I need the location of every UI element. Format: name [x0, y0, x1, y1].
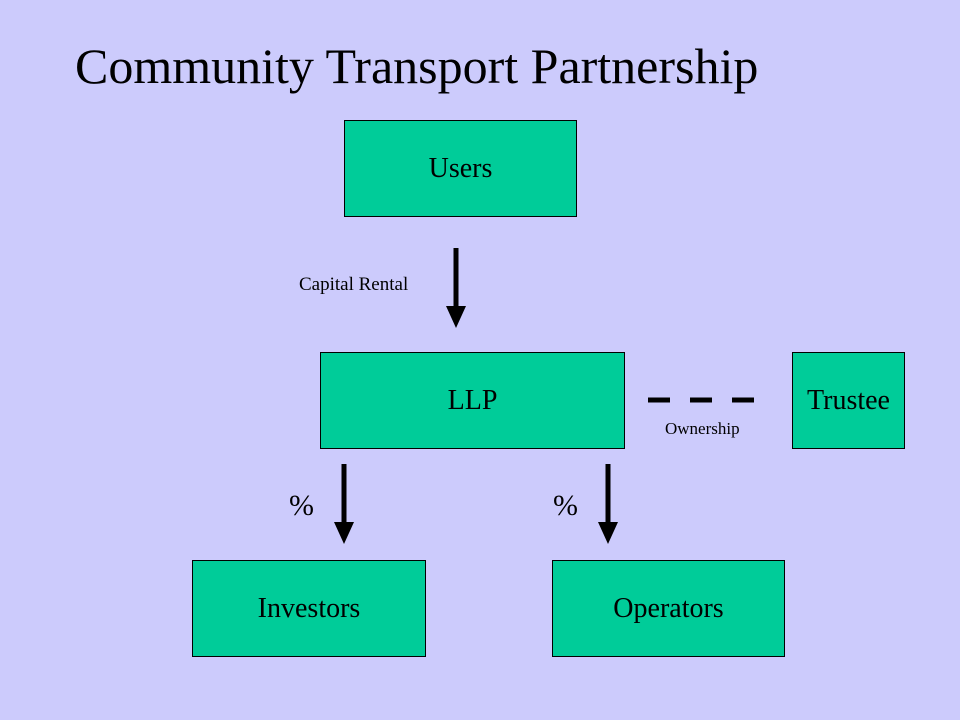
investors-box: Investors: [192, 560, 426, 657]
investors-percent-label: %: [289, 489, 314, 522]
slide-title: Community Transport Partnership: [75, 38, 759, 94]
arrow-users-to-llp: [446, 248, 466, 328]
operators-box: Operators: [552, 560, 785, 657]
arrow-llp-to-investors: [334, 464, 354, 544]
users-box: Users: [344, 120, 577, 217]
arrow-llp-to-operators: [598, 464, 618, 544]
capital-rental-label: Capital Rental: [299, 274, 409, 295]
ownership-label: Ownership: [665, 419, 740, 438]
trustee-box: Trustee: [792, 352, 905, 449]
operators-percent-label: %: [553, 489, 578, 522]
llp-box: LLP: [320, 352, 625, 449]
